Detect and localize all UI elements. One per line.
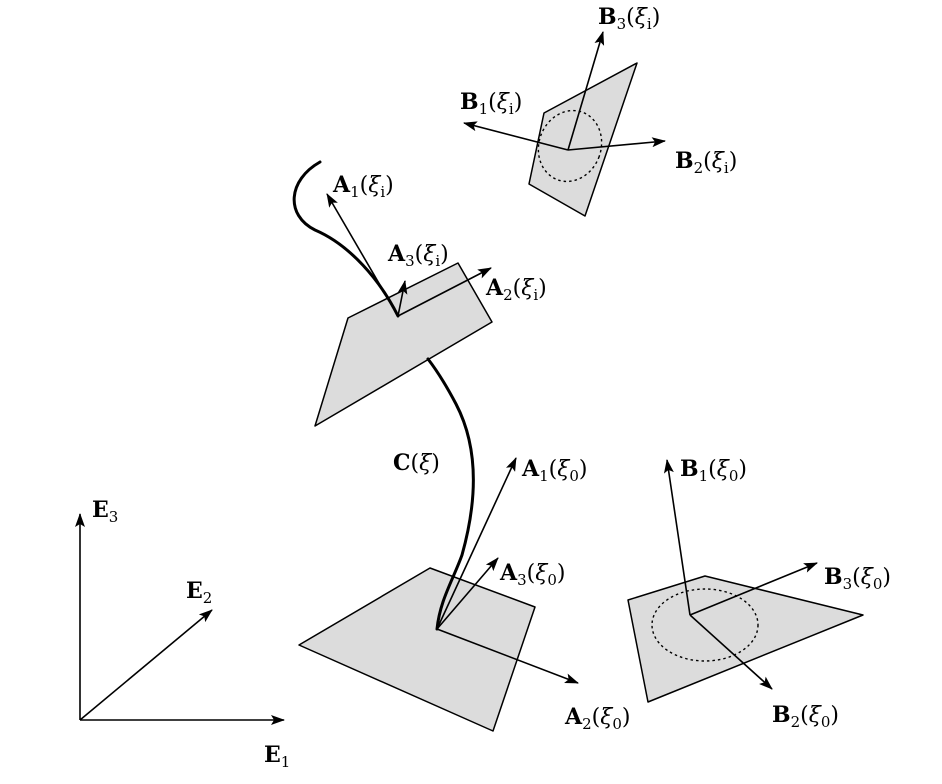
- deformed-outline-0: [651, 588, 759, 662]
- deformed-outline-i: [537, 109, 603, 183]
- label-A1-0: A1(ξ0): [521, 456, 587, 485]
- label-B2-i: B2(ξi): [675, 148, 737, 177]
- deformed-section-0: [627, 459, 864, 703]
- cross-section-0: [298, 457, 579, 732]
- deformed-plate-i: [528, 62, 638, 217]
- A1-0-axis: [436, 457, 517, 630]
- label-B1-0: B1(ξ0): [680, 456, 747, 485]
- B1-i-axis: [463, 121, 569, 151]
- global-frame: [75, 513, 285, 725]
- E2-axis: [79, 609, 213, 721]
- B3-0-axis: [689, 562, 818, 616]
- label-A3-i: A3(ξi): [387, 241, 449, 270]
- label-B3-i: B3(ξi): [598, 4, 660, 33]
- label-E1: E1: [264, 742, 290, 771]
- label-C: C(ξ): [393, 450, 440, 476]
- B1-0-axis: [663, 459, 691, 616]
- label-E3: E3: [92, 497, 118, 526]
- A2-0-axis: [436, 628, 579, 684]
- cross-section-i: [314, 193, 493, 427]
- B2-i-axis: [567, 137, 666, 151]
- label-B2-0: B2(ξ0): [772, 702, 839, 731]
- label-B3-0: B3(ξ0): [824, 564, 891, 593]
- A3-i-axis: [397, 280, 408, 317]
- B2-0-axis: [689, 614, 773, 690]
- label-A2-0: A2(ξ0): [564, 704, 630, 733]
- curve-lower-segment: [426, 357, 475, 631]
- labels: E1 E2 E3 C(ξ) A1(ξ0) A3(ξ0) A2(ξ0) A1(ξi…: [92, 4, 891, 771]
- A3-0-axis: [436, 557, 499, 630]
- deformed-plate-0: [627, 575, 864, 703]
- label-A1-i: A1(ξi): [332, 172, 394, 201]
- cross-section-plate-i: [314, 262, 493, 427]
- cross-section-plate-0: [298, 567, 536, 732]
- curve-upper-segment: [292, 160, 400, 318]
- deformed-section-i: [463, 31, 666, 217]
- label-E2: E2: [186, 578, 212, 607]
- label-A3-0: A3(ξ0): [499, 560, 565, 589]
- B3-i-axis: [567, 31, 605, 151]
- A2-i-axis: [397, 267, 492, 317]
- label-B1-i: B1(ξi): [460, 89, 522, 118]
- label-A2-i: A2(ξi): [485, 275, 547, 304]
